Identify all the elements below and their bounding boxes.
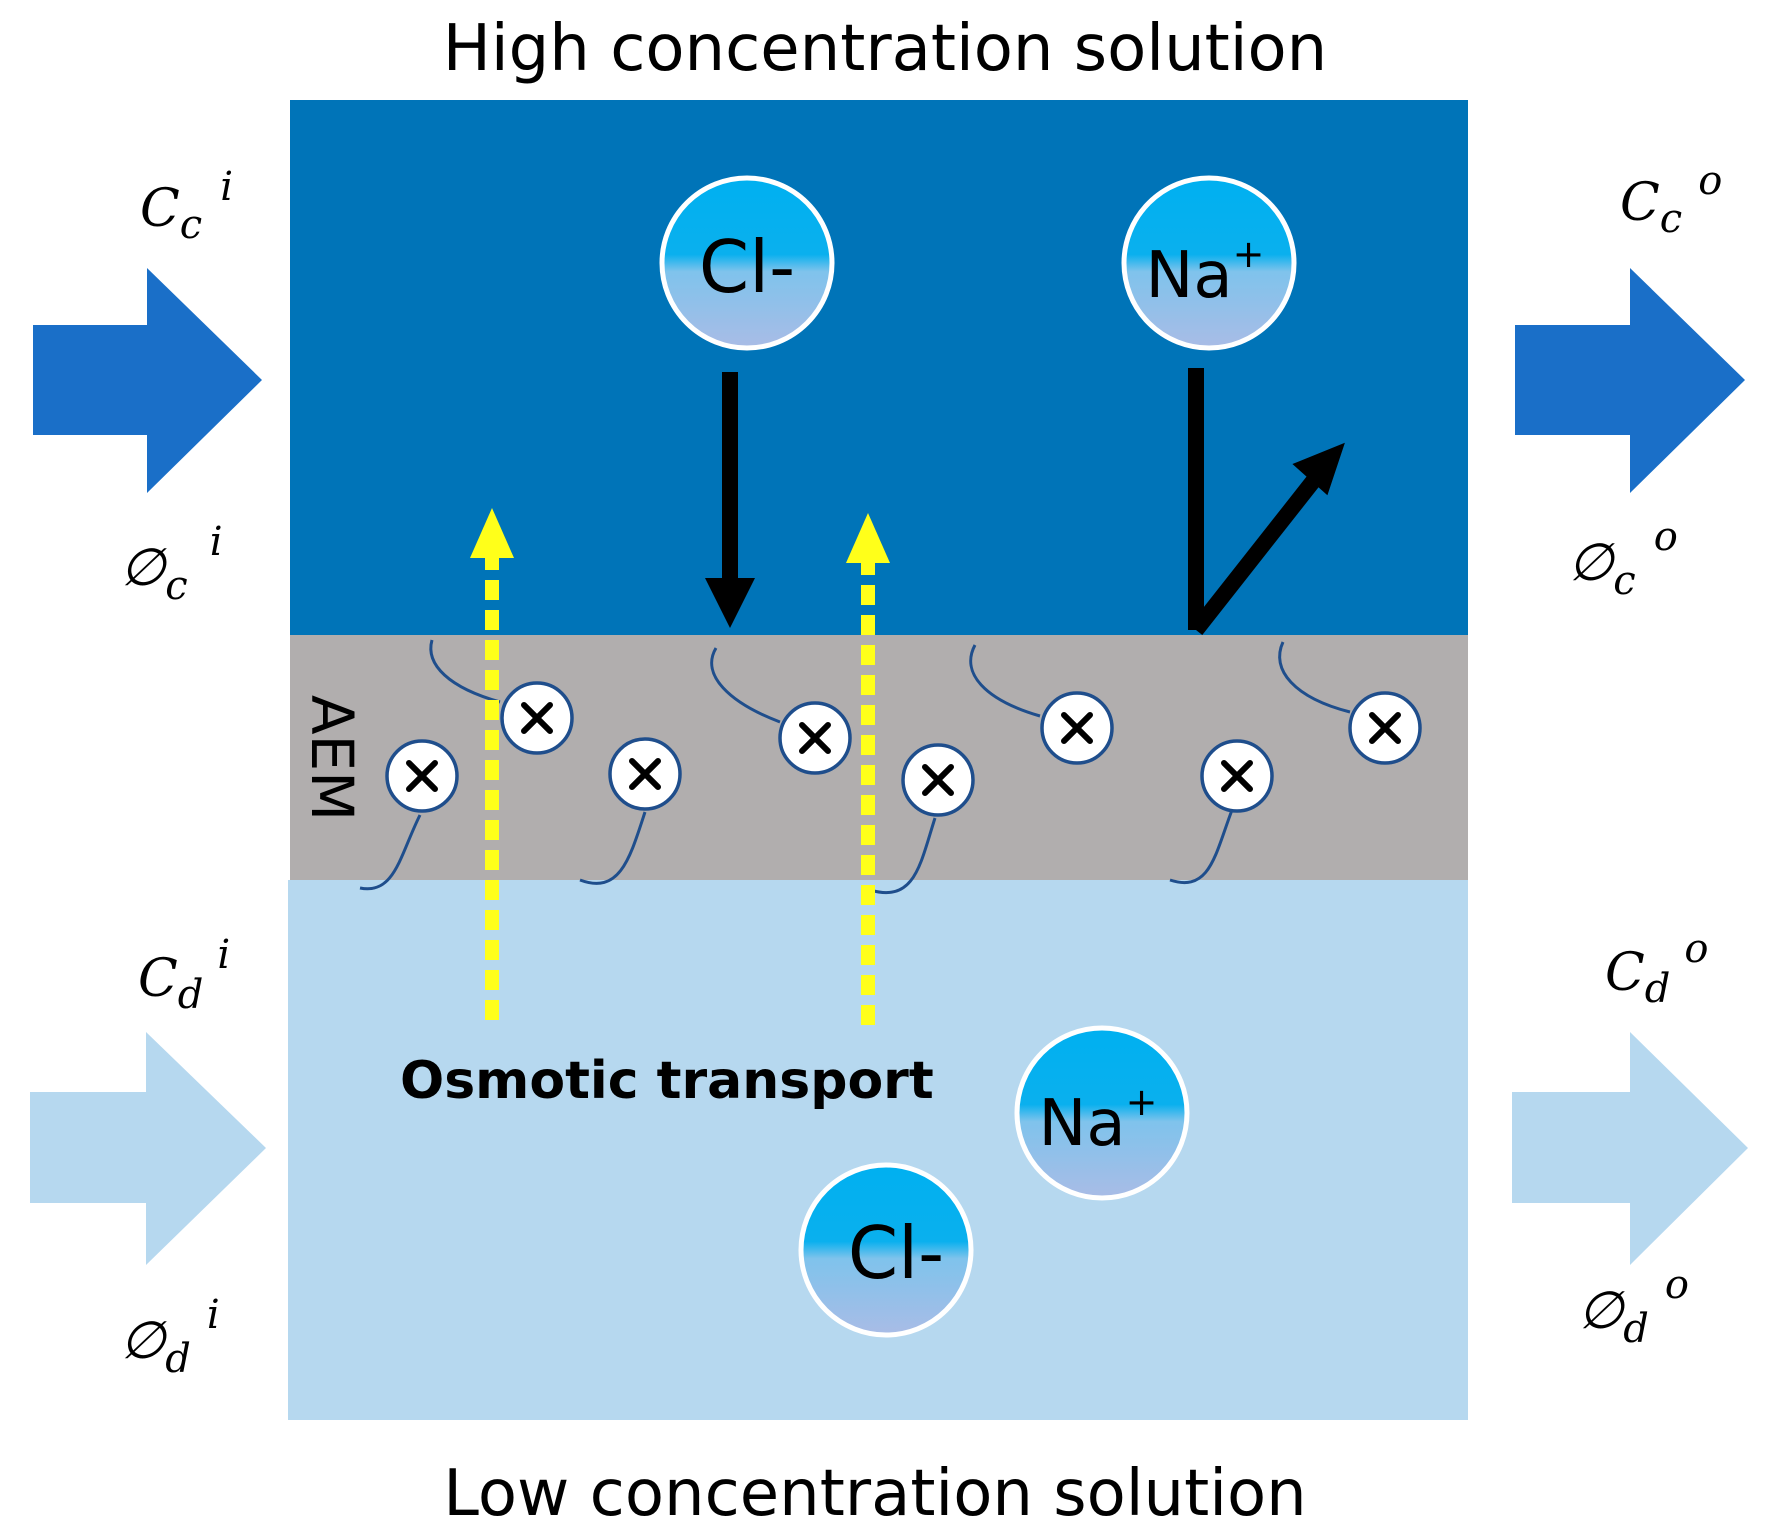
- osmotic-arrow-head: [470, 508, 514, 558]
- label-dilute-out-flow: ∅do: [1578, 1262, 1689, 1352]
- dilute-outlet-arrow: [1512, 1032, 1748, 1265]
- osmotic-transport-label: Osmotic transport: [400, 1051, 934, 1111]
- fixed-positive-group: [1348, 691, 1422, 765]
- label-dilute-in-flow: ∅di: [120, 1292, 220, 1382]
- sodium-reject-arrow-head: [1292, 442, 1345, 496]
- label-concentrate-out-conc: Cco: [1620, 158, 1722, 242]
- ion-sodium-bottom: Na+: [1014, 1025, 1190, 1201]
- label-dilute-out-conc: Cdo: [1605, 926, 1709, 1012]
- dilute-compartment: [288, 880, 1468, 1420]
- svg-text:Na+: Na+: [1146, 232, 1265, 313]
- fixed-charges: [385, 681, 1422, 817]
- label-dilute-in-conc: Cdi: [138, 932, 230, 1018]
- ion-charge: +: [1126, 1080, 1158, 1124]
- ion-label: Na: [1039, 1087, 1126, 1161]
- fixed-positive-group: [608, 737, 682, 811]
- dilute-inlet-arrow: [30, 1032, 266, 1265]
- label-concentrate-out-flow: ∅co: [1568, 514, 1678, 604]
- polymer-chain: [710, 647, 781, 724]
- fixed-positive-group: [1200, 739, 1274, 813]
- concentrate-outlet-arrow: [1515, 268, 1745, 493]
- svg-text:Na+: Na+: [1039, 1080, 1158, 1161]
- ion-transport-arrows: [705, 368, 1345, 635]
- polymer-chain: [969, 644, 1041, 718]
- polymer-chain: [429, 639, 501, 704]
- polymer-chains: [359, 639, 1351, 894]
- label-concentrate-in-flow: ∅ci: [120, 519, 223, 609]
- polymer-chain: [579, 811, 647, 885]
- chloride-arrow-head: [705, 578, 755, 628]
- title-low-concentration: Low concentration solution: [443, 1457, 1306, 1531]
- ion-label: Na: [1146, 239, 1233, 313]
- osmotic-arrow-head: [846, 513, 890, 563]
- ion-label: Cl-: [848, 1211, 944, 1295]
- polymer-chain: [359, 814, 422, 891]
- concentrate-inlet-arrow: [33, 268, 262, 493]
- ion-label: Cl-: [699, 225, 795, 309]
- fixed-positive-group: [901, 743, 975, 817]
- fixed-positive-group: [385, 739, 459, 813]
- polymer-chain: [1169, 809, 1234, 884]
- ion-chloride-bottom: Cl-: [798, 1162, 974, 1338]
- title-high-concentration: High concentration solution: [443, 12, 1327, 86]
- membrane-layer: [290, 635, 1468, 880]
- fixed-positive-group: [500, 681, 574, 755]
- ion-charge: +: [1233, 232, 1265, 276]
- ion-chloride-top: Cl-: [659, 175, 835, 351]
- ion-sodium-top: Na+: [1121, 175, 1297, 351]
- sodium-reject-arrow: [1189, 470, 1325, 635]
- membrane-label: AEM: [298, 695, 366, 821]
- label-concentrate-in-conc: Cci: [140, 164, 233, 248]
- polymer-chain: [869, 817, 937, 894]
- polymer-chain: [1278, 641, 1351, 714]
- osmotic-arrows: [470, 508, 890, 1025]
- fixed-positive-group: [778, 701, 852, 775]
- fixed-positive-group: [1040, 691, 1114, 765]
